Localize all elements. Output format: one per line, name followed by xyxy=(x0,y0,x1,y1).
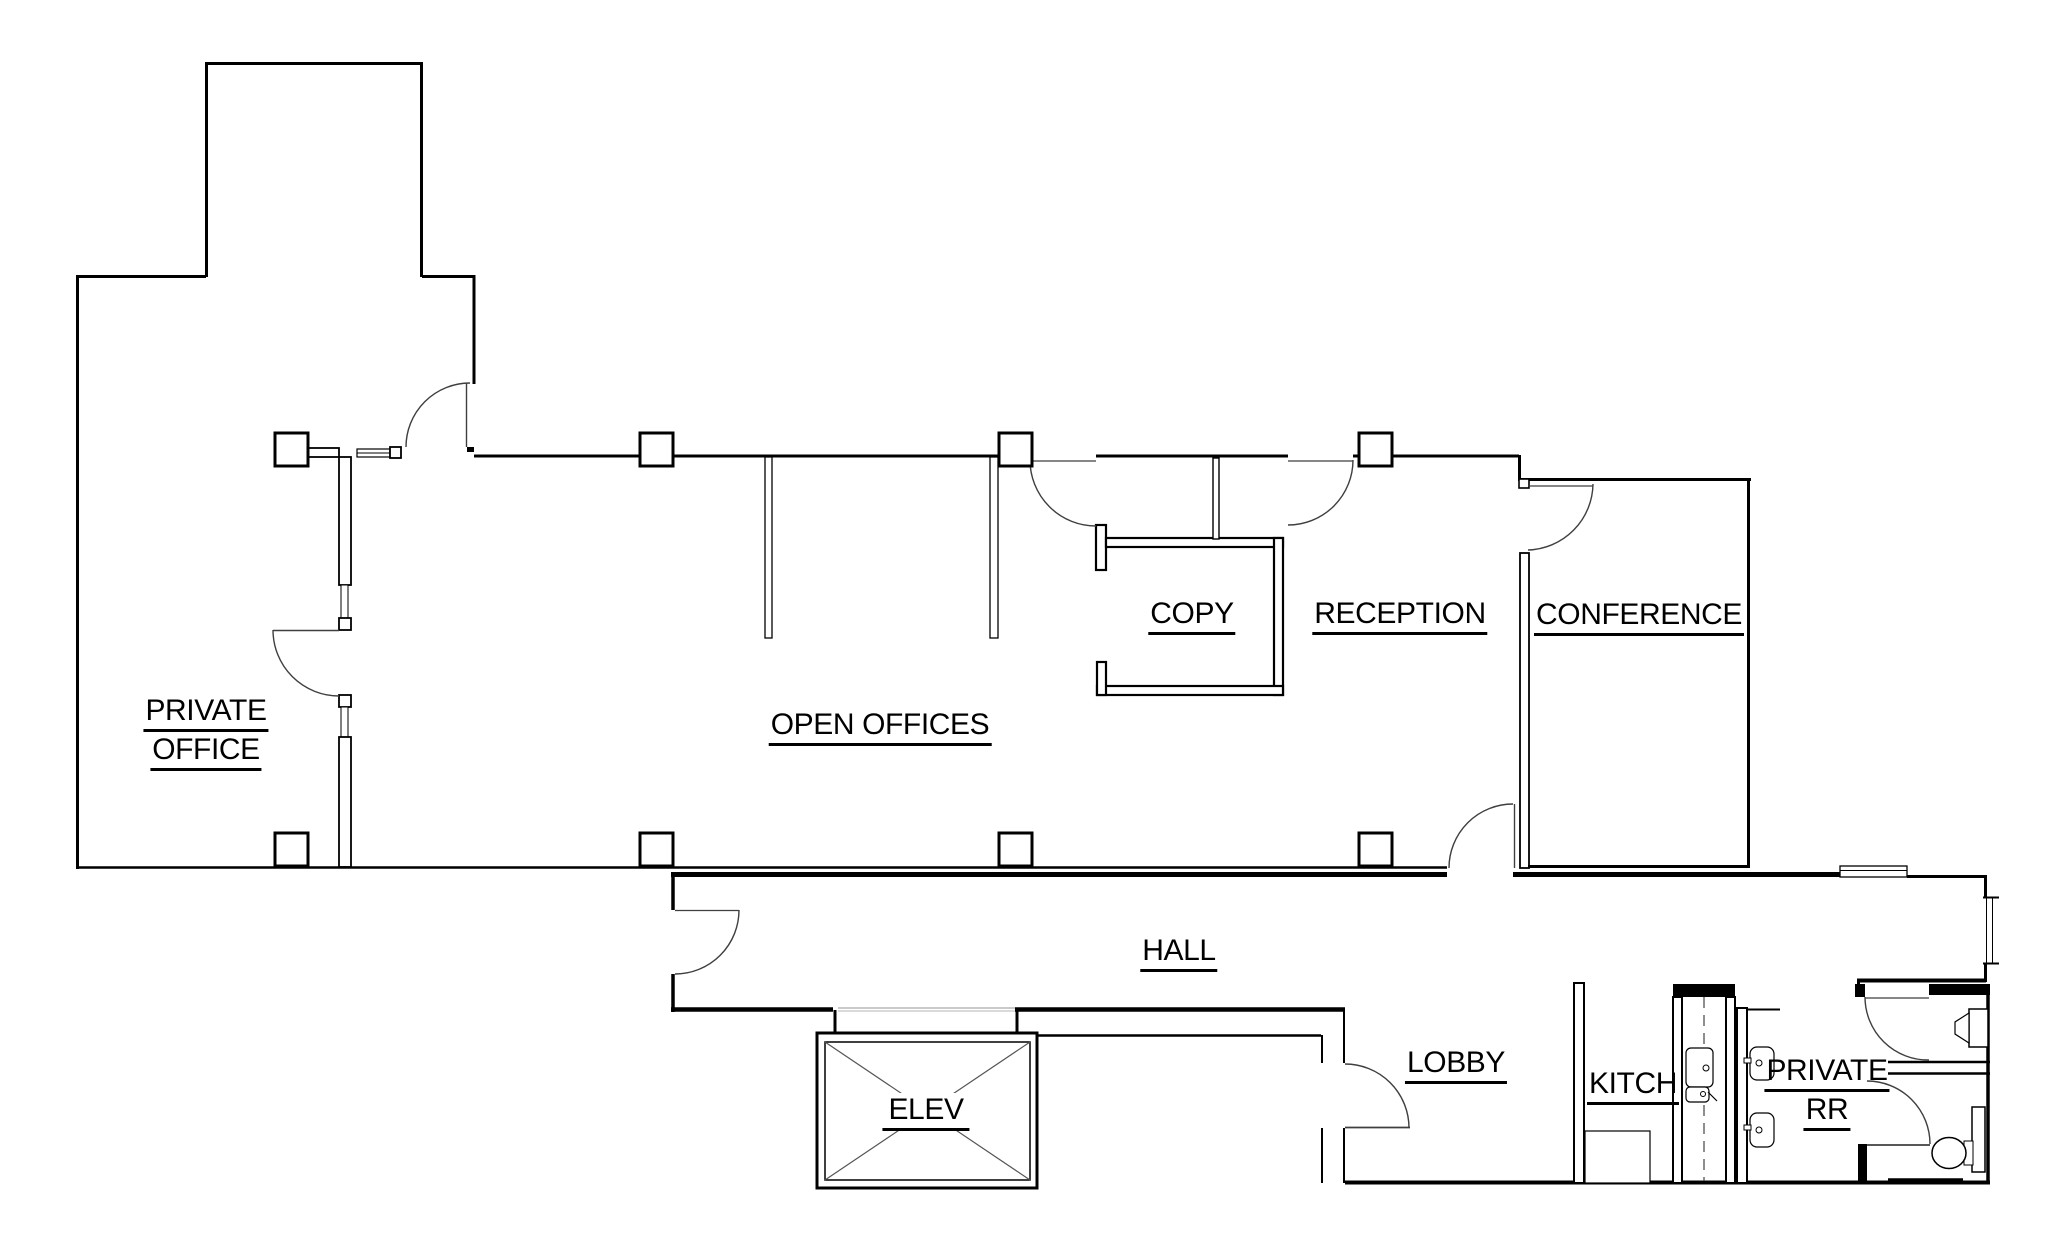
upper-rr-door xyxy=(1864,996,1930,1061)
room-label-lobby: LOBBY xyxy=(1404,1046,1508,1084)
room-label-reception: RECEPTION xyxy=(1312,597,1488,635)
room-label-conference: CONFERENCE xyxy=(1533,598,1745,636)
door-jamb xyxy=(467,447,474,452)
bottom-walls xyxy=(77,866,1987,878)
room-label-private-office: PRIVATE OFFICE xyxy=(143,694,269,772)
top-right-window xyxy=(1839,865,1908,878)
private-office-door xyxy=(272,629,340,697)
urinal-bowl-icon xyxy=(1954,1011,1970,1045)
urinal-icon xyxy=(1968,1008,1989,1048)
copy-door xyxy=(1029,459,1097,527)
faucet-icon xyxy=(1743,1057,1752,1064)
hall-west-door xyxy=(674,909,740,975)
toilet-bowl-icon xyxy=(1931,1136,1967,1170)
window xyxy=(340,584,349,619)
kitchen-counter xyxy=(1584,1130,1651,1184)
lower-rr-door xyxy=(1866,1080,1931,1145)
lobby-door xyxy=(1344,1063,1410,1129)
faucet-icon xyxy=(1707,1091,1718,1102)
restroom-doors xyxy=(1864,996,1931,1146)
suite-entry-door xyxy=(405,382,474,452)
open-office-partitions xyxy=(764,456,999,639)
kitchen-fixtures xyxy=(1584,1047,1718,1184)
room-label-kitch: KITCH xyxy=(1586,1067,1680,1105)
room-label-hall: HALL xyxy=(1140,934,1218,972)
knob-icon xyxy=(1702,1064,1710,1072)
reception-hall-door xyxy=(1448,803,1516,869)
restroom-walls xyxy=(1736,984,1990,1184)
room-label-open-offices: OPEN OFFICES xyxy=(768,708,992,746)
copy-room-walls xyxy=(1094,457,1285,697)
room-label-elev: ELEV xyxy=(882,1093,970,1131)
right-wall-window xyxy=(1857,875,1999,996)
restroom-fixtures xyxy=(1743,1008,1989,1173)
structural-columns xyxy=(273,431,1394,868)
knob-icon xyxy=(1700,1091,1706,1097)
toilet-tank-icon xyxy=(1971,1106,1986,1173)
elevator-shaft xyxy=(815,1007,1039,1190)
reception-door xyxy=(1287,459,1354,526)
conference-door xyxy=(1527,483,1594,551)
conference-room-walls xyxy=(1518,478,1750,869)
appliance-icon xyxy=(1685,1086,1710,1103)
top-wall xyxy=(474,454,1751,481)
building-outline xyxy=(76,62,476,869)
private-office-partition xyxy=(307,446,402,868)
hall-bottom-walls xyxy=(671,1007,1345,1037)
lobby-walls xyxy=(1321,1011,1990,1185)
window xyxy=(340,706,349,738)
room-label-copy: COPY xyxy=(1148,597,1236,635)
room-label-private-rr: PRIVATE RR xyxy=(1764,1054,1890,1132)
faucet-icon xyxy=(1743,1124,1752,1131)
